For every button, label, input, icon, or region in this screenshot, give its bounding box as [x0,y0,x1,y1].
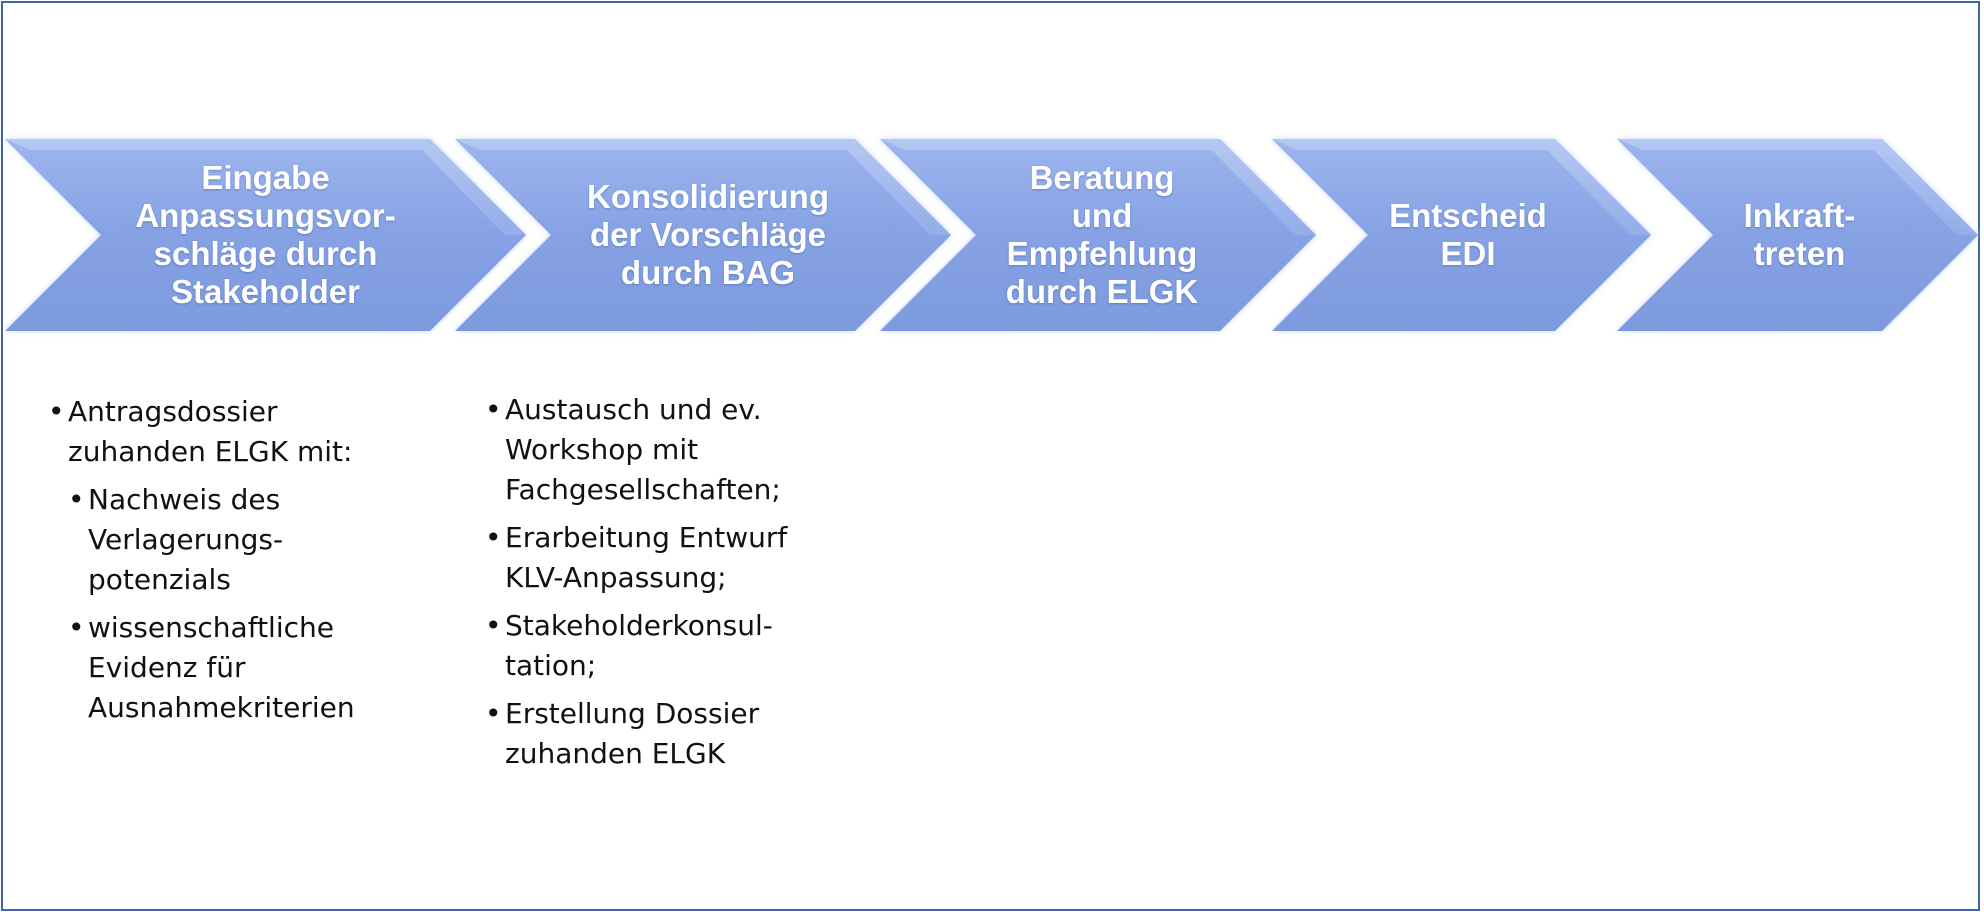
sub-bullet-item: wissenschaftliche Evidenz für Ausnahmekr… [68,608,448,728]
step-3-label: Beratung und Empfehlung durch ELGK [1005,159,1199,310]
step-1-label: Eingabe Anpassungsvor- schläge durch Sta… [135,159,396,310]
bullet-text: Nachweis des Verlagerungs- potenzials [88,483,284,596]
bullet-text: Austausch und ev. Workshop mit Fachgesel… [505,393,781,506]
bullet-text: Erarbeitung Entwurf KLV-Anpassung; [505,521,788,594]
step-1-details: Antragsdossier zuhanden ELGK mit: Nachwe… [48,392,448,736]
bullet-text: Antragsdossier zuhanden ELGK mit: [68,395,353,468]
bullet-item: Antragsdossier zuhanden ELGK mit: [48,392,448,472]
chevron-step-3 [880,139,1316,331]
step-2-details: Austausch und ev. Workshop mit Fachgesel… [485,390,865,782]
sub-bullet-item: Nachweis des Verlagerungs- potenzials [68,480,448,600]
chevron-step-2 [455,139,951,331]
bullet-text: wissenschaftliche Evidenz für Ausnahmekr… [88,611,355,724]
bullet-item: Erstellung Dossier zuhanden ELGK [485,694,865,774]
bullet-text: Stakeholderkonsul- tation; [505,609,773,682]
chevron-step-1 [5,139,526,331]
bullet-text: Erstellung Dossier zuhanden ELGK [505,697,760,770]
step-2-label: Konsolidierung der Vorschläge durch BAG [587,178,829,291]
bullet-item: Erarbeitung Entwurf KLV-Anpassung; [485,518,865,598]
step-4-label: Entscheid EDI [1389,197,1547,272]
chevron-step-5 [1617,139,1978,331]
bullet-item: Austausch und ev. Workshop mit Fachgesel… [485,390,865,510]
chevron-step-4 [1272,139,1651,331]
step-5-label: Inkraft- treten [1743,197,1856,272]
bullet-item: Stakeholderkonsul- tation; [485,606,865,686]
